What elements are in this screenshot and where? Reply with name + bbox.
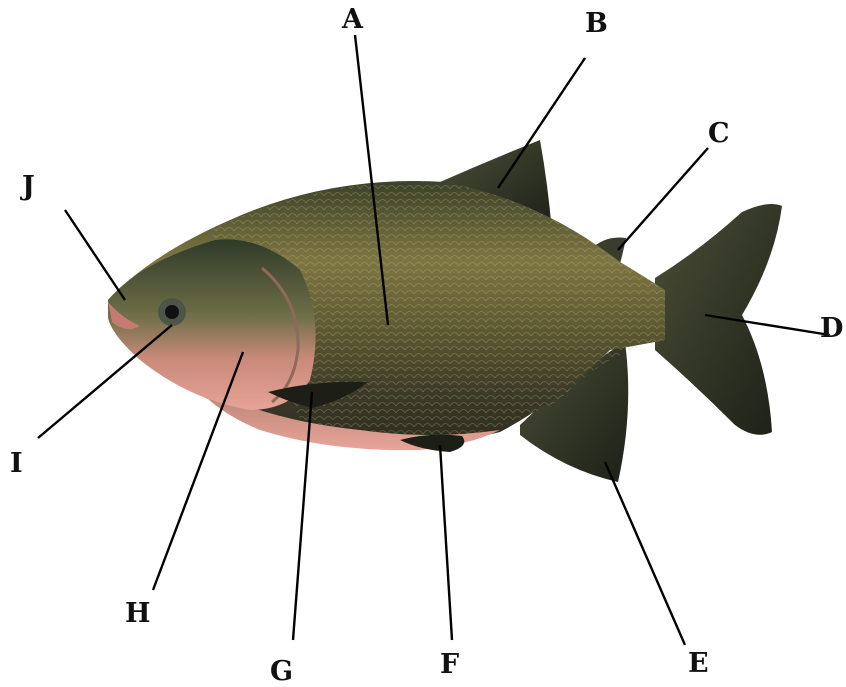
leader-line-c xyxy=(618,148,708,250)
label-d: D xyxy=(820,313,843,344)
label-j: J xyxy=(20,171,35,202)
head xyxy=(108,239,316,410)
leader-line-i xyxy=(38,325,172,438)
leader-line-f xyxy=(440,445,452,640)
fish-illustration xyxy=(108,140,782,482)
label-g: G xyxy=(270,656,293,687)
leader-line-e xyxy=(605,462,685,645)
leader-line-j xyxy=(65,210,125,300)
label-f: F xyxy=(440,649,459,680)
label-e: E xyxy=(688,648,709,679)
label-h: H xyxy=(125,598,151,629)
pupil xyxy=(165,305,179,319)
label-b: B xyxy=(585,8,608,39)
label-c: C xyxy=(708,118,730,149)
label-a: A xyxy=(341,4,364,35)
label-i: I xyxy=(10,448,23,479)
caudal-fin xyxy=(655,204,782,435)
